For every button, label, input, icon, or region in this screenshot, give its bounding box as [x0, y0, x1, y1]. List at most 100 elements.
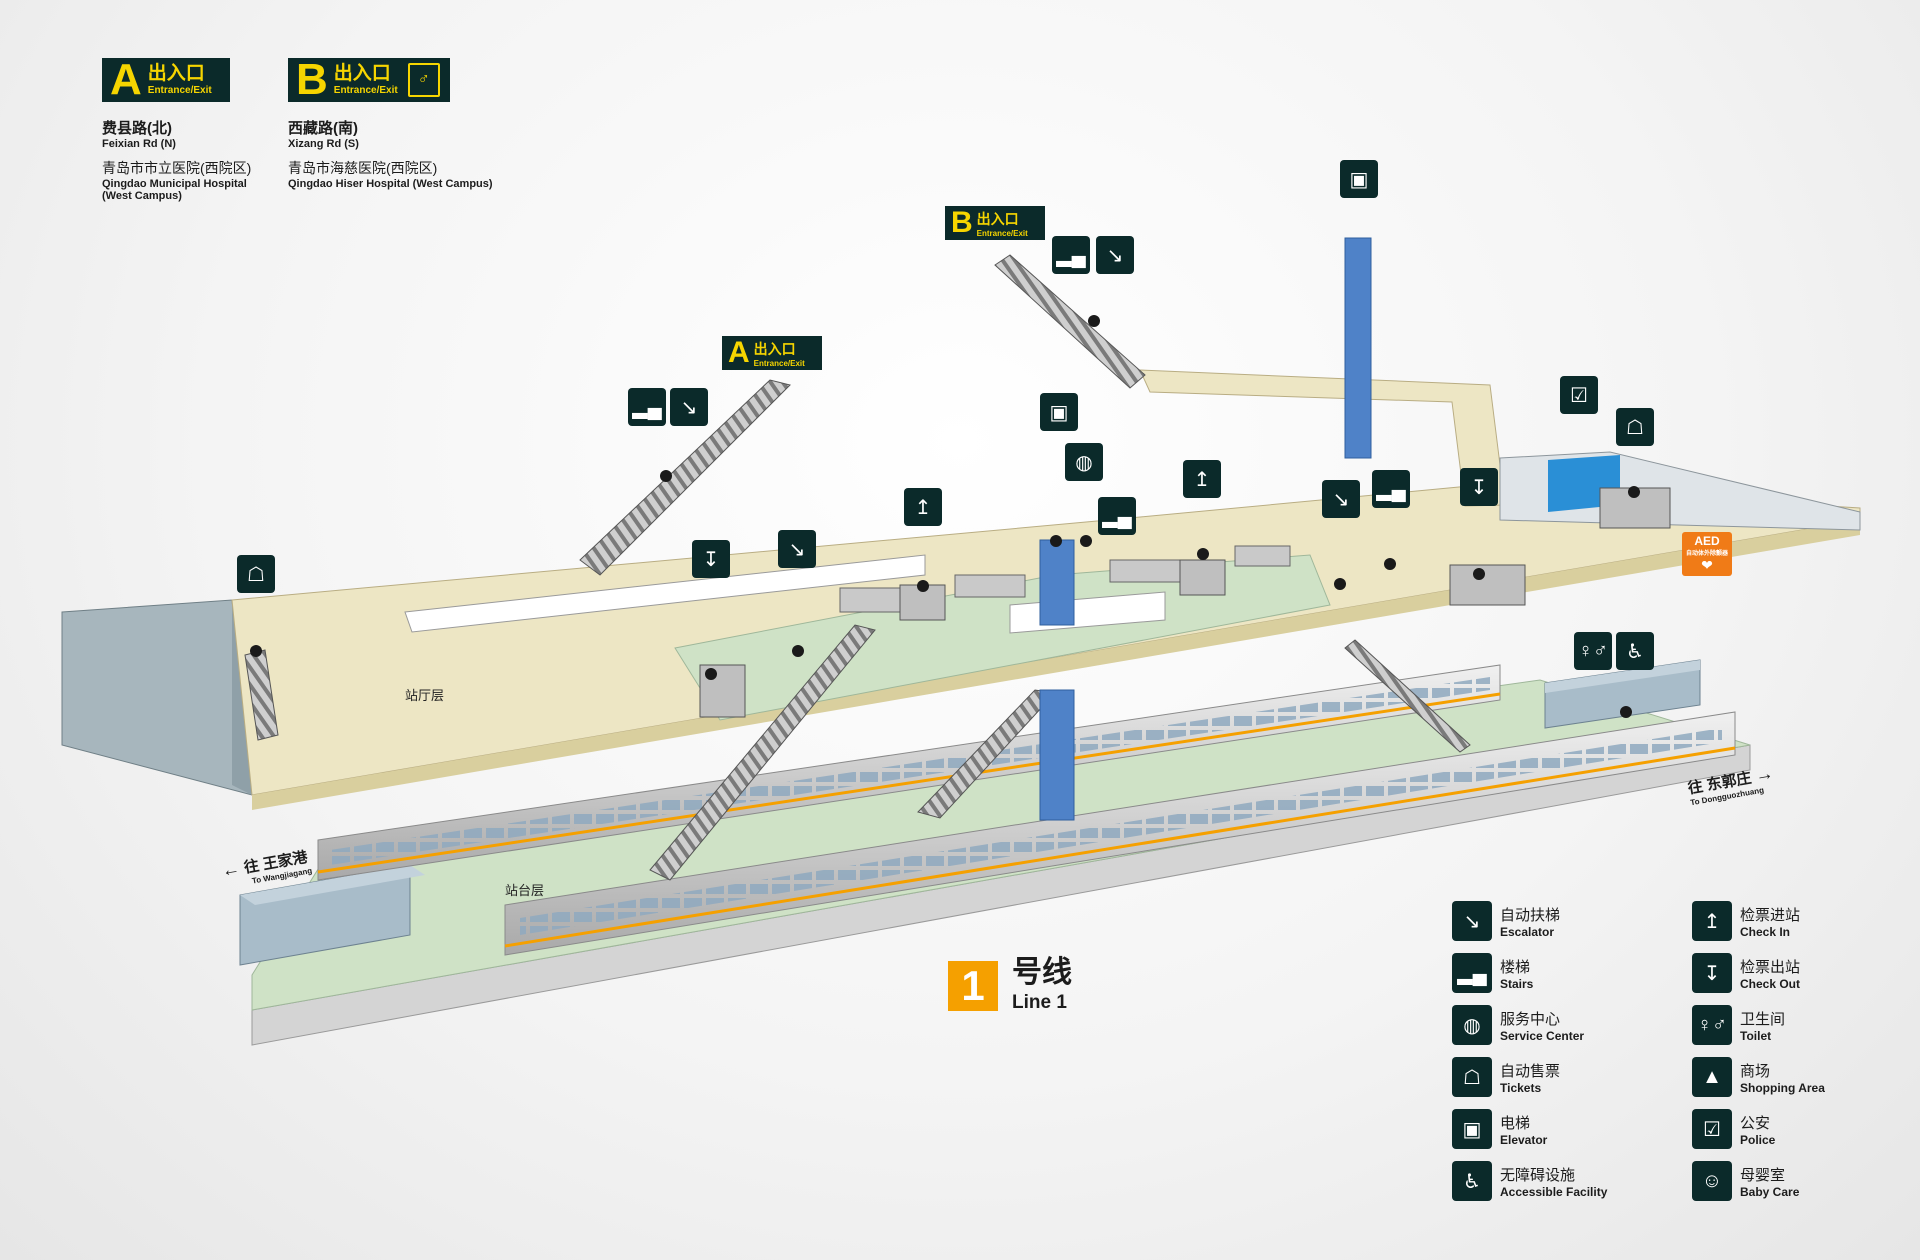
- exit-a-en: Entrance/Exit: [147, 85, 212, 96]
- stairs-icon: ▂▄: [628, 388, 666, 426]
- ticket-icon: ☖: [1616, 408, 1654, 446]
- toilet-icon: ♀♂: [1574, 632, 1612, 670]
- aed-badge: AED 自动体外除颤器 ❤: [1682, 532, 1732, 576]
- back-train-stripe: [317, 692, 1501, 874]
- exit-a-letter: A: [110, 55, 142, 104]
- accessible-icon: ♿: [1616, 632, 1654, 670]
- stairs-icon: ▂▄: [1372, 470, 1410, 508]
- exit-b-diagram-letter: B: [951, 206, 973, 239]
- heart-icon: ❤: [1701, 557, 1713, 573]
- elevator-icon: ♂: [407, 63, 440, 97]
- concourse-label: 站厅层: [405, 688, 445, 703]
- exit-a-diagram-en: Entrance/Exit: [753, 358, 805, 368]
- check-out-icon: ↧: [692, 540, 730, 578]
- check-in-icon: ↥: [1183, 460, 1221, 498]
- exit-b-zh: 出入口: [333, 63, 391, 84]
- platform-left-block-top: [240, 865, 425, 905]
- exit-b-road-en: Xizang Rd (S): [288, 138, 359, 150]
- concourse-void-left: [404, 554, 926, 633]
- arrow-left-icon: ←: [220, 857, 242, 881]
- exit-b-diagram-sign: B 出入口 Entrance/Exit: [945, 206, 1045, 240]
- elevator-shaft-b: [1344, 237, 1372, 459]
- ticket-icon: ☖: [1452, 1057, 1492, 1097]
- escalator-icon: ↘: [1322, 480, 1360, 518]
- exit-a-sign: A 出入口 Entrance/Exit: [102, 58, 230, 102]
- exit-b-sign: B 出入口 Entrance/Exit ♂: [288, 58, 450, 102]
- exit-b-place-en: Qingdao Hiser Hospital (West Campus): [288, 178, 493, 190]
- front-train-windows: [520, 728, 1722, 935]
- platform-right-block-top: [1545, 660, 1700, 693]
- exit-a-zh: 出入口: [147, 63, 205, 84]
- arrow-right-icon: →: [1753, 762, 1775, 786]
- police-icon: ☑: [1692, 1109, 1732, 1149]
- escalator-icon: ↘: [1452, 901, 1492, 941]
- exit-b-place-zh: 青岛市海慈医院(西院区): [288, 160, 438, 176]
- toilet-icon: ♀♂: [1692, 1005, 1732, 1045]
- concourse-left-block: [61, 599, 253, 796]
- exit-b-diagram-zh: 出入口: [976, 210, 1019, 227]
- escalator-icon: ↘: [778, 530, 816, 568]
- check-out-icon: ↧: [1692, 953, 1732, 993]
- elevator-icon: ▣: [1452, 1109, 1492, 1149]
- exit-a-info: 费县路(北) Feixian Rd (N) 青岛市市立医院(西院区) Qingd…: [102, 117, 277, 202]
- escalator-platform-right: [1344, 639, 1471, 753]
- service-center-icon: ◍: [1065, 443, 1103, 481]
- exit-a-road-zh: 费县路(北): [102, 120, 172, 137]
- aed-sub: 自动体外除颤器: [1685, 551, 1728, 557]
- exit-b-road-zh: 西藏路(南): [288, 120, 358, 137]
- police-icon: ☑: [1560, 376, 1598, 414]
- platform-label: 站台层: [505, 883, 545, 898]
- exit-a-diagram-letter: A: [728, 336, 750, 369]
- shopping-icon: ▲: [1692, 1057, 1732, 1097]
- escalator-b: [994, 254, 1146, 389]
- baby-care-icon: ☺: [1692, 1161, 1732, 1201]
- elevator-shaft-center-upper: [1039, 539, 1075, 626]
- line-number: 1: [948, 961, 998, 1011]
- front-train-stripe: [504, 746, 1736, 948]
- check-in-icon: ↥: [1692, 901, 1732, 941]
- ticket-icon: ☖: [237, 555, 275, 593]
- stairs-icon: ▂▄: [1452, 953, 1492, 993]
- accessible-icon: ♿: [1452, 1161, 1492, 1201]
- stairs-icon: ▂▄: [1052, 236, 1090, 274]
- check-in-icon: ↥: [904, 488, 942, 526]
- line-badge: 1 号线 Line 1: [948, 958, 1072, 1014]
- exit-b-diagram-en: Entrance/Exit: [976, 228, 1028, 238]
- exit-a-place-en: Qingdao Municipal Hospital (West Campus): [102, 178, 247, 202]
- exit-a-diagram-zh: 出入口: [753, 340, 796, 357]
- elevator-shaft-center-lower: [1039, 689, 1075, 821]
- line-name-zh: 号线: [1012, 956, 1072, 989]
- back-train-windows: [330, 677, 1490, 865]
- exit-a-diagram-sign: A 出入口 Entrance/Exit: [722, 336, 822, 370]
- exit-a-place-zh: 青岛市市立医院(西院区): [102, 160, 252, 176]
- escalator-icon: ↘: [1096, 236, 1134, 274]
- escalator-icon: ↘: [670, 388, 708, 426]
- stairs-icon: ▂▄: [1098, 497, 1136, 535]
- exit-b-en: Entrance/Exit: [333, 85, 398, 96]
- escalator-platform-left: [649, 624, 876, 881]
- aed-label: AED: [1694, 534, 1720, 548]
- exit-b-letter: B: [296, 55, 328, 104]
- check-out-icon: ↧: [1460, 468, 1498, 506]
- exit-a-road-en: Feixian Rd (N): [102, 138, 176, 150]
- elevator-icon: ▣: [1040, 393, 1078, 431]
- elevator-icon: ▣: [1340, 160, 1378, 198]
- escalator-a: [579, 379, 791, 576]
- exit-b-info: 西藏路(南) Xizang Rd (S) 青岛市海慈医院(西院区) Qingda…: [288, 117, 528, 190]
- line-name-en: Line 1: [1012, 992, 1067, 1013]
- service-center-icon: ◍: [1452, 1005, 1492, 1045]
